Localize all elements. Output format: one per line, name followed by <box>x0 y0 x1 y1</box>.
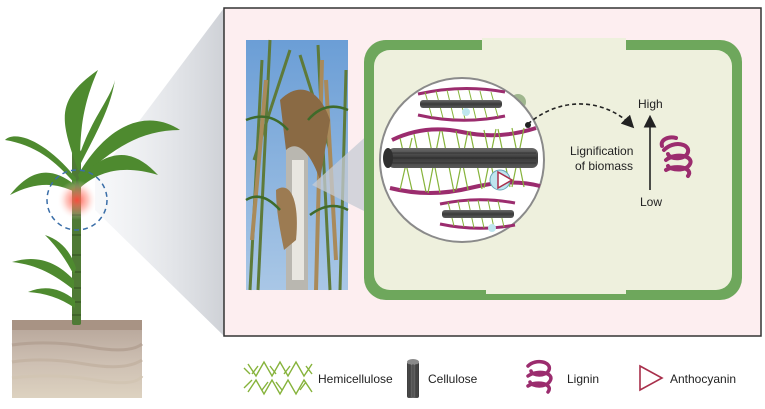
leaf <box>5 136 76 185</box>
scale-high-label: High <box>638 97 663 111</box>
dashed-arrow <box>527 103 635 129</box>
leaf <box>28 288 75 308</box>
fiber-bundle-bottom <box>439 198 516 230</box>
legend: Hemicellulose Cellulose Lignin Anthocyan… <box>243 359 736 398</box>
legend-lignin-label: Lignin <box>567 372 599 386</box>
fiber-bundle-top <box>417 86 506 122</box>
leaf <box>45 235 76 275</box>
anthocyanin-icon <box>639 364 664 392</box>
legend-hemicellulose-label: Hemicellulose <box>318 372 393 386</box>
leaf <box>10 172 75 195</box>
cellulose-icon <box>407 359 419 398</box>
leaf <box>78 80 115 165</box>
legend-anthocyanin-label: Anthocyanin <box>670 372 736 386</box>
sugarcane-photo <box>245 39 349 291</box>
leaf <box>78 155 158 188</box>
zoom-beam <box>95 8 224 336</box>
lignin-icon <box>526 359 553 394</box>
cell-wall-magnification <box>379 77 545 243</box>
node-glow <box>57 180 97 220</box>
anthocyanin-marker <box>462 108 514 232</box>
scale-low-label: Low <box>640 195 662 209</box>
lignification-label-line2: of biomass <box>575 159 633 173</box>
node-highlight-circle <box>46 169 108 231</box>
legend-cellulose-label: Cellulose <box>428 372 478 386</box>
sugarcane-plant <box>5 70 180 398</box>
lignin-coil <box>659 135 693 178</box>
leaf <box>64 70 98 170</box>
lignification-label-line1: Lignification <box>570 144 633 158</box>
hemicellulose-icon <box>243 360 313 396</box>
leaf <box>78 120 180 180</box>
leaf <box>12 259 74 290</box>
